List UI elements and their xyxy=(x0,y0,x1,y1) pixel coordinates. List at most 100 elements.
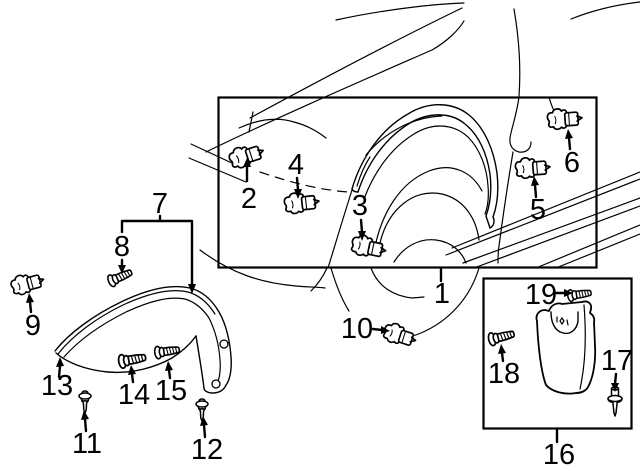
callout-9-arrowhead xyxy=(26,293,34,303)
callout-5-label[interactable]: 5 xyxy=(530,194,546,226)
tire-top-arc xyxy=(373,167,483,253)
part-14-bolt[interactable] xyxy=(116,349,148,370)
callout-6[interactable]: 6 xyxy=(564,129,580,179)
part-9-clip[interactable] xyxy=(8,268,47,298)
callout-7-label[interactable]: 7 xyxy=(152,188,168,220)
door-shut-line-lower xyxy=(509,96,532,153)
callout-5[interactable]: 5 xyxy=(530,176,546,226)
callout-14-leader xyxy=(130,372,135,384)
callout-17-arrowhead xyxy=(611,383,619,392)
roof-line xyxy=(570,1,640,20)
rocker-panel-lines xyxy=(445,171,640,269)
callout-13-arrowhead xyxy=(56,357,64,367)
callout-9[interactable]: 9 xyxy=(25,293,41,342)
part-4-clip[interactable] xyxy=(282,189,321,216)
flare-bracket-bottom xyxy=(203,384,227,394)
callout-6-arrowhead xyxy=(565,129,573,139)
callout-3-label[interactable]: 3 xyxy=(352,190,368,222)
callout-12-arrowhead xyxy=(200,416,208,426)
flare-lip-line xyxy=(57,290,216,355)
callout-17-label[interactable]: 17 xyxy=(601,345,633,377)
callout-18[interactable]: 18 xyxy=(488,344,520,390)
mud-flap-thickness xyxy=(579,304,586,390)
callout-15-arrowhead xyxy=(165,361,173,371)
callout-13[interactable]: 13 xyxy=(41,357,73,402)
callout-10-label[interactable]: 10 xyxy=(341,313,373,345)
callout-11[interactable]: 11 xyxy=(72,410,102,460)
wheel-hub-arc xyxy=(393,239,467,264)
callout-8-label[interactable]: 8 xyxy=(114,231,130,263)
part-18-bolt[interactable] xyxy=(486,326,517,348)
callout-14[interactable]: 14 xyxy=(118,365,150,411)
callout-1-label[interactable]: 1 xyxy=(434,278,450,310)
callout-19-label[interactable]: 19 xyxy=(525,279,557,311)
callout-9-leader xyxy=(28,300,33,314)
part-1-moulding-on-vehicle[interactable] xyxy=(351,104,499,229)
callout-15-leader xyxy=(167,368,172,380)
flare-outer-edge xyxy=(54,285,232,386)
callout-6-label[interactable]: 6 xyxy=(564,147,580,179)
callout-7-bracket xyxy=(120,214,194,287)
callout-16[interactable]: 16 xyxy=(543,428,575,471)
bumper-line xyxy=(199,249,326,289)
part-5-clip[interactable] xyxy=(514,155,552,180)
callout-19[interactable]: 19 xyxy=(525,279,573,311)
callout-16-label[interactable]: 16 xyxy=(543,439,575,471)
callout-1[interactable]: 1 xyxy=(434,267,450,310)
mud-flap-detail xyxy=(556,316,569,326)
callout-13-label[interactable]: 13 xyxy=(41,370,73,402)
callout-8[interactable]: 8 xyxy=(114,231,130,274)
callout-17-leader xyxy=(613,372,618,386)
callout-11-leader xyxy=(83,417,88,433)
callout-6-leader xyxy=(567,136,572,151)
callout-5-leader xyxy=(533,183,538,199)
moulding-inner-edge xyxy=(357,114,492,217)
callout-17[interactable]: 17 xyxy=(601,345,633,392)
hood-line xyxy=(249,7,463,119)
part-12-push-rivet[interactable] xyxy=(195,398,209,422)
part-11-push-rivet[interactable] xyxy=(78,390,92,414)
callout-10[interactable]: 10 xyxy=(341,313,390,345)
wheel-opening-edge xyxy=(363,125,489,215)
callout-18-arrowhead xyxy=(498,344,506,354)
part-13-moulding[interactable] xyxy=(54,285,232,394)
callout-2[interactable]: 2 xyxy=(241,158,257,215)
callout-14-arrowhead xyxy=(128,365,136,375)
callout-2-label[interactable]: 2 xyxy=(241,183,257,215)
callout-4-label[interactable]: 4 xyxy=(288,149,304,181)
callout-14-label[interactable]: 14 xyxy=(118,379,150,411)
moulding-ends xyxy=(351,188,495,229)
mud-flap-notch xyxy=(550,311,579,335)
callout-4[interactable]: 4 xyxy=(288,149,304,199)
callout-2-arrowhead xyxy=(243,158,251,167)
main-detail-box xyxy=(217,96,598,269)
part-10-clip[interactable] xyxy=(380,320,420,351)
callout-11-label[interactable]: 11 xyxy=(72,428,102,460)
callout-15-label[interactable]: 15 xyxy=(155,375,187,407)
callout-15[interactable]: 15 xyxy=(155,361,187,407)
callout-18-label[interactable]: 18 xyxy=(488,358,520,390)
callout-7[interactable]: 7 xyxy=(120,188,196,294)
callout-8-arrowhead xyxy=(118,265,126,274)
callout-9-label[interactable]: 9 xyxy=(25,310,41,342)
callout-3[interactable]: 3 xyxy=(352,190,368,241)
callout-7-arrowhead xyxy=(188,284,196,294)
cowl-line xyxy=(335,2,465,21)
callout-12-label[interactable]: 12 xyxy=(191,434,223,466)
callout-18-leader xyxy=(500,351,505,363)
moulding-outer-edge xyxy=(351,104,499,218)
callout-4-arrowhead xyxy=(294,189,302,199)
door-shut-line-upper xyxy=(513,8,521,97)
part-15-screw[interactable] xyxy=(153,342,181,360)
callout-19-arrowhead xyxy=(564,289,573,297)
callout-5-arrowhead xyxy=(531,176,539,186)
part-19-screw[interactable] xyxy=(566,286,593,303)
callout-12[interactable]: 12 xyxy=(191,416,223,466)
mud-guard-box xyxy=(482,277,633,430)
hood-front-detail xyxy=(238,111,327,139)
moulding-highlight xyxy=(356,115,443,187)
part-16-mud-guard[interactable] xyxy=(535,300,597,395)
part-6-clip[interactable] xyxy=(546,106,584,131)
